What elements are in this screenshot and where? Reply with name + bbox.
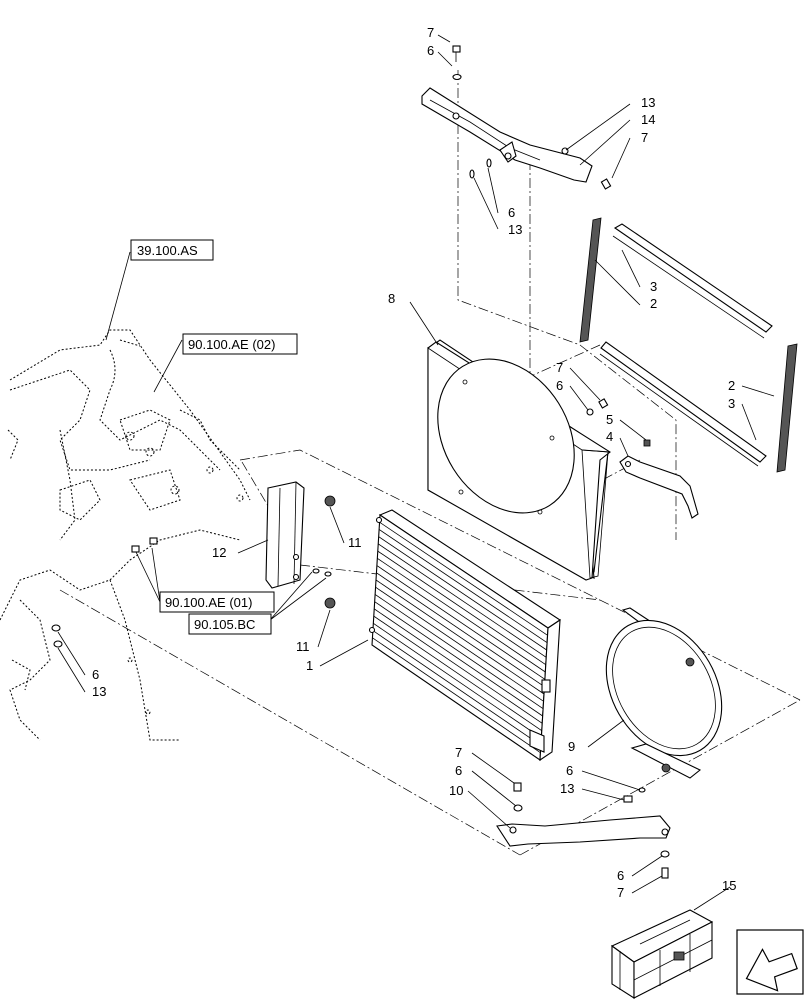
fan-shroud: [427, 339, 611, 581]
callout-6: 6: [566, 763, 573, 778]
seal-block: [265, 481, 305, 589]
cooler-fin: [373, 623, 542, 739]
cooler-fin: [377, 543, 547, 658]
upper-bracket: [421, 87, 593, 183]
reference-90-100-ae-01[interactable]: 90.100.AE (01): [159, 591, 275, 613]
cooler-core: [368, 509, 561, 762]
reference-39-100-as[interactable]: 39.100.AS: [130, 239, 214, 261]
callout-6: 6: [455, 763, 462, 778]
callout-labels: 7 6 13 14 7 6 13 3 2 8 7 6 5 4 2 3 11 12…: [92, 25, 736, 900]
callout-13: 13: [560, 781, 574, 796]
callout-6: 6: [508, 205, 515, 220]
callout-1: 1: [306, 658, 313, 673]
lower-bracket: [496, 815, 671, 847]
navigation-arrow-icon[interactable]: [736, 929, 804, 999]
cooler-fin: [375, 579, 545, 695]
cooler-fin: [376, 572, 545, 687]
callout-2: 2: [650, 296, 657, 311]
callout-6: 6: [556, 378, 563, 393]
cooler-fin: [379, 521, 548, 636]
cooler-fin: [372, 637, 541, 753]
cooler-fin: [374, 601, 543, 717]
callout-6: 6: [617, 868, 624, 883]
callout-7: 7: [427, 25, 434, 40]
callout-3: 3: [728, 396, 735, 411]
crate-icon: [610, 909, 714, 1000]
cooler-fin: [377, 550, 547, 665]
cooler-fin: [373, 615, 543, 731]
cooler-fin: [373, 608, 543, 724]
callout-13: 13: [92, 684, 106, 699]
callout-11: 11: [296, 639, 310, 654]
callout-3: 3: [650, 279, 657, 294]
reference-90-100-ae-02[interactable]: 90.100.AE (02): [182, 333, 298, 355]
callout-6: 6: [427, 43, 434, 58]
leader-lines: [57, 34, 775, 911]
callout-7: 7: [617, 885, 624, 900]
cooler-fin: [376, 565, 546, 680]
svg-text:39.100.AS: 39.100.AS: [137, 243, 198, 258]
svg-text:90.100.AE (01): 90.100.AE (01): [165, 595, 252, 610]
callout-13: 13: [641, 95, 655, 110]
rubber-mounts: [312, 495, 336, 609]
callout-12: 12: [212, 545, 226, 560]
cooler-fin: [374, 594, 544, 709]
seal-strips-upper: [579, 217, 773, 343]
callout-15: 15: [722, 878, 736, 893]
callout-11: 11: [348, 535, 362, 550]
reference-90-105-bc[interactable]: 90.105.BC: [188, 613, 272, 635]
svg-text:90.105.BC: 90.105.BC: [194, 617, 255, 632]
cooler-fin: [378, 536, 547, 651]
callout-10: 10: [449, 783, 463, 798]
fan-ring: [605, 607, 723, 779]
callout-7: 7: [641, 130, 648, 145]
cooler-fin: [372, 630, 542, 746]
callout-14: 14: [641, 112, 655, 127]
cooler-fin: [378, 529, 548, 643]
callout-8: 8: [388, 291, 395, 306]
callout-4: 4: [606, 429, 613, 444]
callout-5: 5: [606, 412, 613, 427]
callout-9: 9: [568, 739, 575, 754]
reference-labels: 39.100.AS 90.100.AE (02) 90.100.AE (01) …: [130, 239, 298, 635]
callout-13: 13: [508, 222, 522, 237]
lower-hardware: [51, 537, 670, 879]
callout-7: 7: [556, 360, 563, 375]
seal-strips-lower: [599, 341, 798, 473]
svg-text:90.100.AE (02): 90.100.AE (02): [188, 337, 275, 352]
callout-7: 7: [455, 745, 462, 760]
callout-6: 6: [92, 667, 99, 682]
side-bracket: [586, 398, 699, 519]
top-hardware: [452, 45, 612, 190]
callout-2: 2: [728, 378, 735, 393]
cooler-fin: [375, 586, 544, 702]
cooler-fin: [377, 558, 546, 673]
machine-frame: [0, 329, 251, 741]
